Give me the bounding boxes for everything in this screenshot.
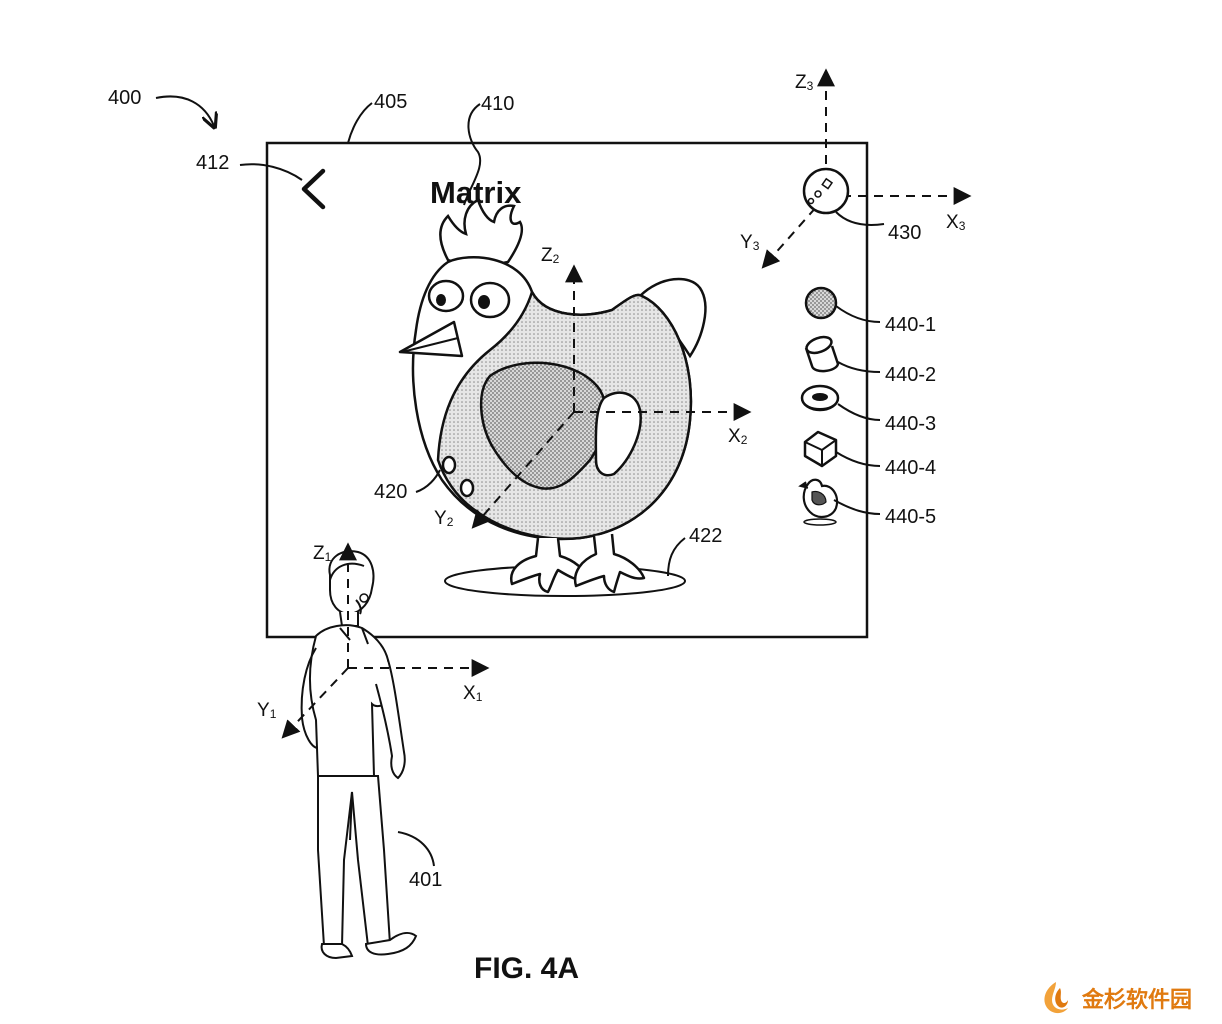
ref-440-4-leader (835, 451, 881, 467)
watermark-text: 金杉软件园 (1082, 988, 1193, 1013)
chicken-patch (594, 391, 642, 477)
cylinder-icon[interactable] (804, 334, 840, 373)
ref-412-leader (239, 163, 303, 181)
ref-401-leader (397, 831, 435, 867)
chicken-3d-object[interactable] (398, 198, 707, 594)
ref-430-label: 430 (888, 222, 921, 244)
ref-430-leader (835, 211, 885, 226)
flame-logo-icon (1044, 982, 1068, 1014)
ref-405-label: 405 (374, 91, 407, 113)
orientation-gizmo-icon[interactable] (802, 167, 850, 215)
ref-440-5-label: 440-5 (885, 506, 936, 528)
axis-x1-label: X1 (463, 683, 483, 704)
axis-x3-label: X3 (946, 212, 966, 233)
chicken-icon[interactable] (798, 478, 839, 526)
chicken-comb (439, 198, 524, 266)
axis-y3-label: Y3 (740, 232, 760, 253)
ref-400-arrow (155, 95, 214, 126)
ref-410-leader (463, 103, 482, 206)
axis-z2-label: Z2 (541, 245, 560, 266)
ref-440-1-leader (835, 305, 881, 323)
ref-440-3-label: 440-3 (885, 413, 936, 435)
chicken-leg-right (573, 533, 646, 594)
ref-401-label: 401 (409, 869, 442, 891)
axis-x2-label: X2 (728, 426, 748, 447)
ref-400-label: 400 (108, 87, 141, 109)
ref-420-label: 420 (374, 481, 407, 503)
chicken-eye-left (427, 279, 465, 313)
chicken-pupil-right (478, 295, 490, 309)
ref-405-leader (347, 102, 373, 144)
chicken-button-2 (459, 478, 475, 498)
ref-440-5-leader (833, 499, 881, 515)
axis-z1-label: Z1 (313, 543, 332, 564)
axis-y1-label: Y1 (257, 700, 277, 721)
ref-410-label: 410 (481, 93, 514, 115)
figure-caption: FIG. 4A (474, 952, 579, 985)
sphere-icon[interactable] (804, 286, 838, 320)
user-figure (300, 550, 418, 960)
cube-icon[interactable] (803, 430, 838, 468)
torus-icon[interactable] (800, 384, 840, 412)
chicken-beak-line (401, 337, 459, 353)
ref-440-3-leader (837, 403, 881, 421)
ref-412-label: 412 (196, 152, 229, 174)
axis-y2-label: Y2 (434, 508, 454, 529)
chevron-left-icon[interactable] (301, 168, 326, 210)
ref-440-2-label: 440-2 (885, 364, 936, 386)
ref-422-label: 422 (689, 525, 722, 547)
ref-440-2-leader (837, 361, 881, 373)
watermark: 金杉软件园 (1036, 978, 1216, 1018)
ref-420-leader (415, 469, 441, 493)
chicken-pupil-left (436, 294, 446, 306)
ref-440-1-label: 440-1 (885, 314, 936, 336)
chicken-button-1 (441, 455, 457, 475)
ref-422-leader (667, 537, 686, 577)
axis-z3-label: Z3 (795, 72, 814, 93)
ref-440-4-label: 440-4 (885, 457, 936, 479)
chicken-eye-right (469, 281, 511, 319)
